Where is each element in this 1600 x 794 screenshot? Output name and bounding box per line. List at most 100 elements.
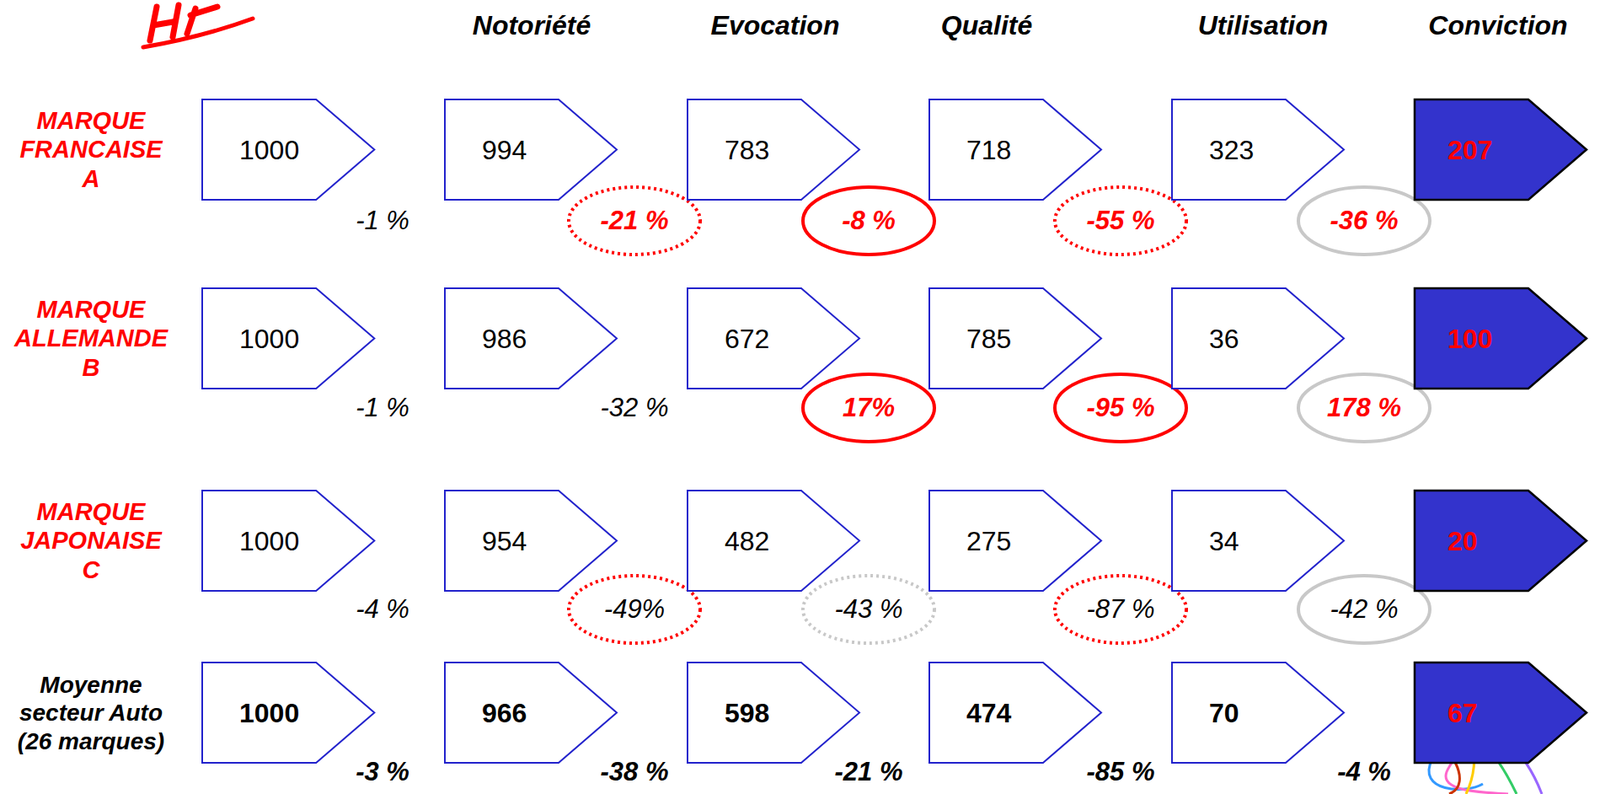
stage-arrow-box: 482 bbox=[686, 489, 861, 592]
stage-arrow-box: 785 bbox=[928, 287, 1103, 390]
stage-arrow-box: 323 bbox=[1171, 98, 1345, 201]
arrow-outline bbox=[202, 490, 375, 591]
arrow-shape bbox=[686, 489, 861, 592]
percent-change: -43 % bbox=[834, 593, 904, 625]
arrow-outline bbox=[444, 490, 617, 591]
stage-value: 986 bbox=[481, 322, 527, 354]
percent-change: -8 % bbox=[841, 205, 896, 236]
arrow-shape bbox=[928, 287, 1103, 390]
result-arrow-box: 207 bbox=[1413, 98, 1588, 201]
arrow-outline bbox=[687, 99, 860, 200]
percent-change: -4 % bbox=[355, 593, 410, 625]
dotted-ellipse bbox=[1054, 187, 1187, 255]
stage-arrow-box: 718 bbox=[928, 98, 1103, 201]
percent-change: 17% bbox=[842, 392, 895, 423]
column-heading: Conviction bbox=[1428, 10, 1568, 42]
stage-arrow-box: 36 bbox=[1171, 287, 1345, 390]
row-label: MARQUE JAPONAISE C bbox=[8, 496, 174, 584]
stage-value: 994 bbox=[481, 133, 527, 166]
stage-value: 598 bbox=[724, 696, 770, 728]
arrow-outline bbox=[1171, 99, 1344, 200]
stage-arrow-box: 275 bbox=[928, 489, 1103, 592]
percent-change: -4 % bbox=[1334, 756, 1394, 787]
arrow-outline bbox=[687, 288, 860, 389]
stage-value: 34 bbox=[1209, 524, 1240, 557]
solid-ellipse bbox=[1298, 575, 1430, 643]
arrow-shape bbox=[1171, 661, 1345, 764]
percent-change: -49% bbox=[604, 593, 665, 625]
stage-value: 1000 bbox=[239, 322, 300, 354]
solid-ellipse bbox=[802, 374, 935, 442]
arrow-outline bbox=[444, 662, 617, 763]
stage-value: 1000 bbox=[239, 133, 300, 166]
stage-arrow-box: 474 bbox=[928, 661, 1103, 764]
arrow-outline bbox=[202, 662, 375, 763]
logo-scribble bbox=[143, 5, 253, 48]
arrow-shape bbox=[1171, 98, 1345, 201]
result-arrow-box: 20 bbox=[1413, 489, 1588, 592]
dotted-ellipse bbox=[802, 575, 935, 643]
percent-change: -87 % bbox=[1086, 593, 1156, 625]
solid-ellipse bbox=[802, 187, 935, 255]
arrow-shape bbox=[444, 489, 618, 592]
arrow-shape bbox=[1171, 287, 1345, 390]
dotted-ellipse bbox=[1054, 575, 1187, 643]
arrow-shape bbox=[686, 287, 861, 390]
stage-arrow-box: 966 bbox=[444, 661, 618, 764]
arrow-outline bbox=[202, 99, 375, 200]
percent-change: -55 % bbox=[1086, 205, 1156, 236]
stage-arrow-box: 34 bbox=[1171, 489, 1345, 592]
arrow-outline bbox=[1414, 490, 1587, 591]
result-arrow-box: 67 bbox=[1413, 661, 1588, 764]
arrow-outline bbox=[687, 662, 860, 763]
stage-value: 954 bbox=[481, 524, 527, 557]
stage-arrow-box: 986 bbox=[444, 287, 618, 390]
arrow-outline bbox=[202, 288, 375, 389]
stage-arrow-box: 783 bbox=[686, 98, 861, 201]
stage-arrow-box: 954 bbox=[444, 489, 618, 592]
stage-arrow-box: 994 bbox=[444, 98, 618, 201]
arrow-outline bbox=[1171, 490, 1344, 591]
percent-change: 178 % bbox=[1327, 392, 1402, 423]
arrow-outline bbox=[929, 662, 1102, 763]
arrow-shape bbox=[686, 661, 861, 764]
percent-change: -85 % bbox=[1084, 756, 1158, 787]
arrow-shape bbox=[1413, 287, 1588, 390]
arrow-outline bbox=[1414, 662, 1587, 763]
arrow-shape bbox=[444, 287, 618, 390]
arrow-shape bbox=[686, 98, 861, 201]
highlight-ellipses bbox=[568, 187, 1430, 643]
percent-change: -32 % bbox=[600, 392, 669, 423]
arrow-shape bbox=[928, 489, 1103, 592]
stage-value: 323 bbox=[1209, 133, 1254, 166]
arrow-outline bbox=[1171, 288, 1344, 389]
solid-ellipse bbox=[1054, 374, 1187, 442]
stage-value: 672 bbox=[724, 322, 770, 354]
stage-value: 474 bbox=[966, 696, 1012, 728]
stage-arrow-box: 1000 bbox=[201, 98, 375, 201]
percent-change: -3 % bbox=[353, 756, 413, 787]
stage-value: 275 bbox=[966, 524, 1012, 557]
arrow-outline bbox=[929, 288, 1102, 389]
arrow-outline bbox=[444, 288, 617, 389]
stage-arrow-box: 1000 bbox=[201, 287, 375, 390]
column-heading: Evocation bbox=[711, 10, 841, 42]
row-label: MARQUE FRANCAISE A bbox=[8, 105, 174, 193]
stage-value: 718 bbox=[966, 133, 1012, 166]
stage-value: 966 bbox=[481, 696, 527, 728]
row-label: MARQUE ALLEMANDE B bbox=[8, 294, 174, 382]
arrow-shape bbox=[444, 661, 618, 764]
stage-arrow-box: 672 bbox=[686, 287, 861, 390]
arrow-shape bbox=[1413, 98, 1588, 201]
percent-change: -38 % bbox=[598, 756, 672, 787]
arrow-shape bbox=[928, 661, 1103, 764]
arrow-outline bbox=[444, 99, 617, 200]
percent-change: -21 % bbox=[832, 756, 906, 787]
column-heading: Notoriété bbox=[472, 10, 591, 42]
stage-value: 100 bbox=[1447, 322, 1493, 354]
stage-value: 20 bbox=[1447, 524, 1478, 557]
percent-change: -1 % bbox=[355, 205, 410, 236]
dotted-ellipse bbox=[568, 575, 701, 643]
percent-change: -1 % bbox=[355, 392, 410, 423]
